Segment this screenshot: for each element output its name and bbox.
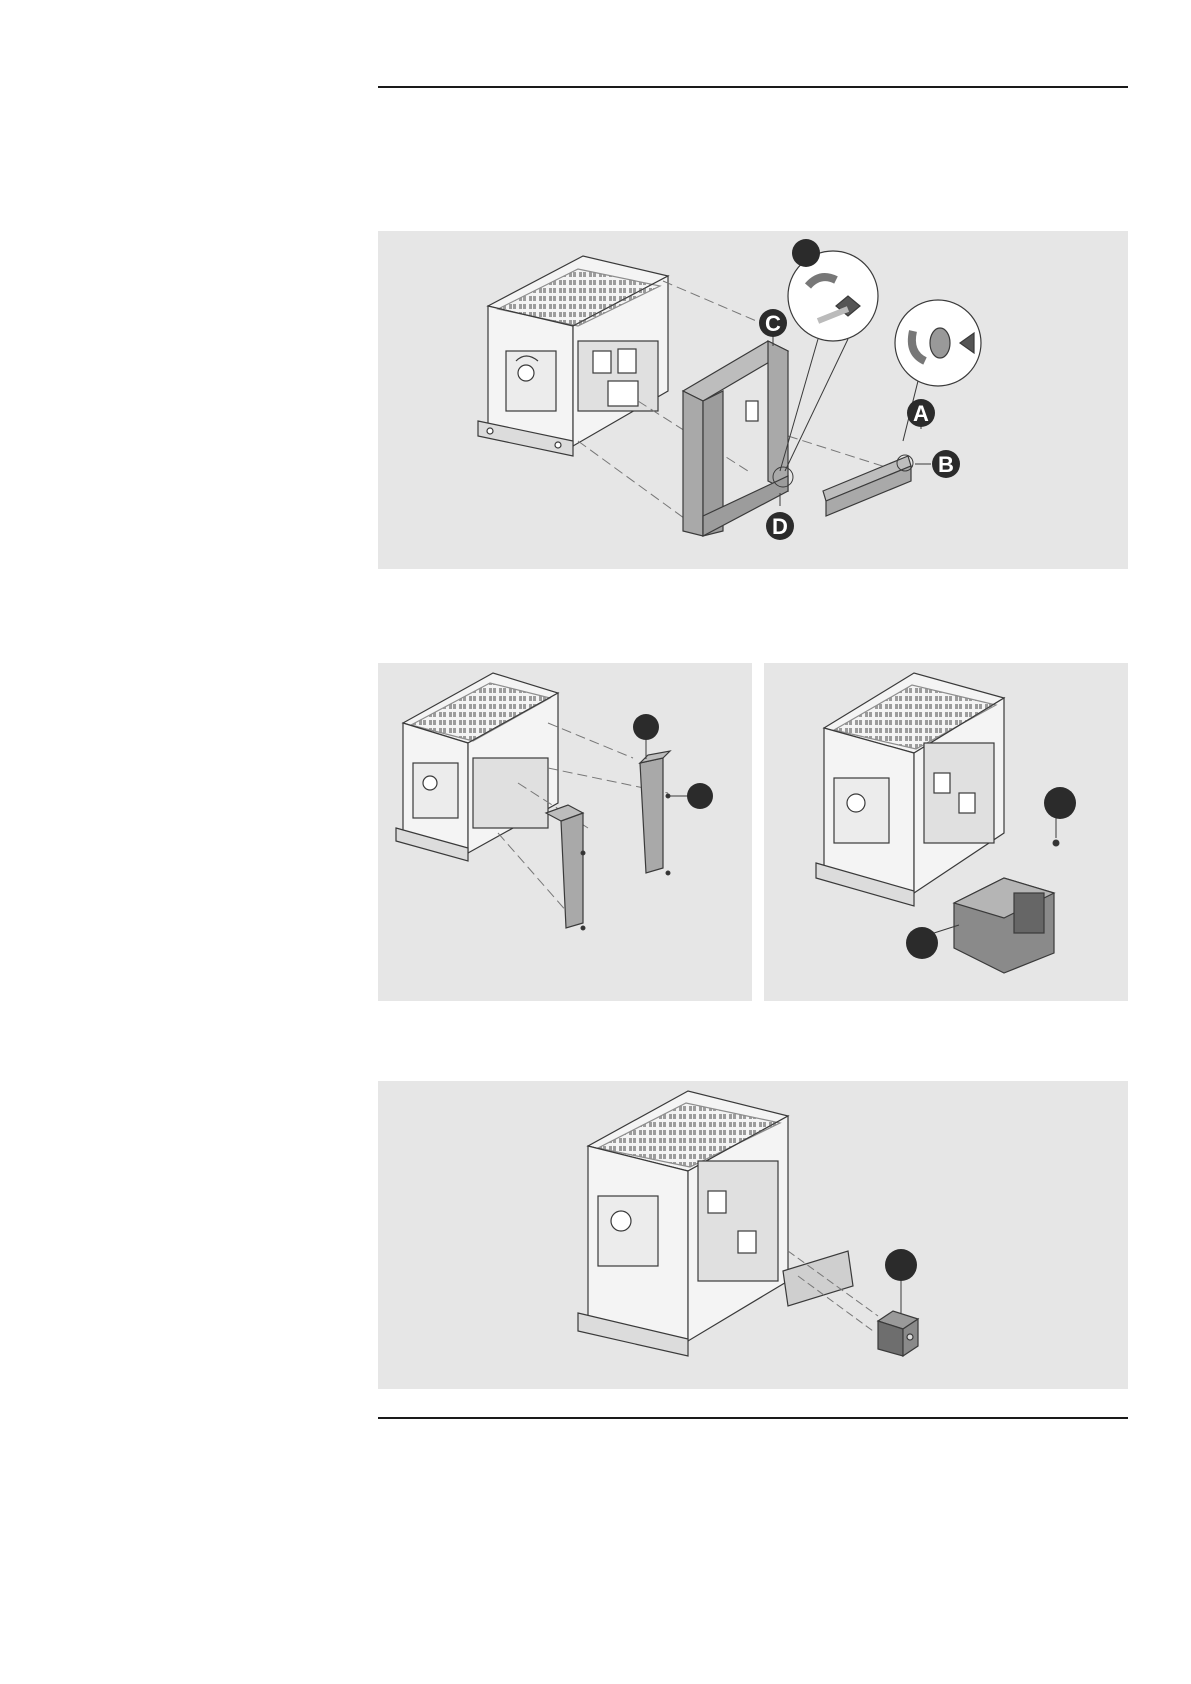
circuit-breaker-body: [396, 673, 558, 861]
circuit-breaker-body: [578, 1091, 853, 1356]
callout-1: [1044, 787, 1076, 819]
figure-panel-1: A B C D: [378, 231, 1128, 569]
svg-text:C: C: [765, 311, 781, 336]
callout-1: [885, 1249, 917, 1281]
callout-b: B: [932, 450, 960, 478]
circuit-breaker-body: [816, 673, 1004, 906]
callout-1: [633, 714, 659, 740]
callout-2: [687, 783, 713, 809]
callout-unlabeled: [792, 239, 820, 267]
auxiliary-module: [878, 1311, 918, 1356]
bottom-plate: [823, 456, 911, 516]
callout-d: D: [766, 512, 794, 540]
svg-text:B: B: [938, 452, 954, 477]
svg-text:A: A: [913, 401, 929, 426]
callout-a: A: [907, 399, 935, 427]
cover-frame: [683, 341, 788, 536]
svg-text:D: D: [772, 514, 788, 539]
circuit-breaker-body: [478, 256, 668, 456]
motor-operator: [954, 878, 1054, 973]
figure-panel-2-right: [764, 663, 1128, 1001]
side-plate-right: [640, 751, 670, 873]
figure-3-illustration: [378, 1081, 1128, 1389]
side-plate-left: [546, 805, 583, 928]
figure-2-right-illustration: [764, 663, 1128, 1001]
figure-1-illustration: A B C D: [378, 231, 1128, 569]
callout-2: [906, 927, 938, 959]
footer-rule: [378, 1417, 1128, 1419]
figure-panel-3: [378, 1081, 1128, 1389]
detail-circle-2: [895, 300, 981, 386]
figure-panel-2-left: [378, 663, 752, 1001]
figure-2-left-illustration: [378, 663, 752, 1001]
header-rule: [378, 86, 1128, 88]
callout-c: C: [759, 309, 787, 337]
